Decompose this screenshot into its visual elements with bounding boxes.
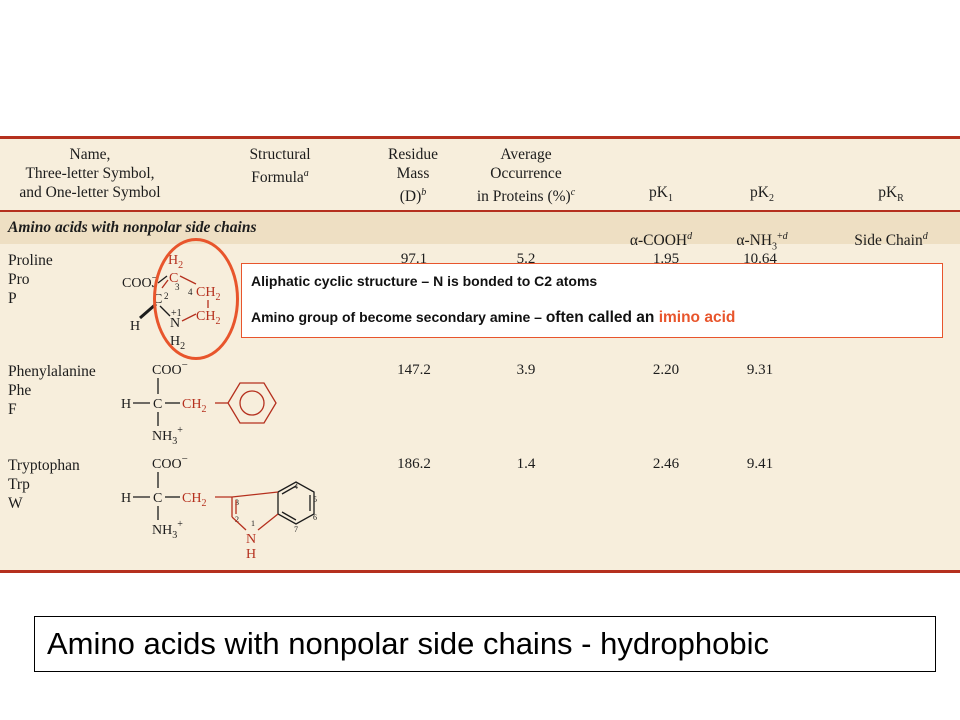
svg-text:3: 3 [235,498,239,507]
svg-text:N: N [246,532,256,547]
header-mass: Residue Mass (D)b [388,146,438,206]
header-pk2: pK2 α-NH3+d [736,184,788,253]
pk2-phenylalanine: 9.31 [746,362,774,378]
mass-phenylalanine: 147.2 [397,362,431,378]
occurrence-phenylalanine: 3.9 [516,362,536,378]
svg-text:C: C [153,397,162,412]
svg-text:C: C [153,491,162,506]
row-name-proline: Proline Pro P [8,252,53,307]
svg-text:1: 1 [251,519,255,528]
row-name-phenylalanine: Phenylalanine Phe F [8,363,96,418]
svg-text:COO−: COO− [122,272,158,291]
slide-caption: Amino acids with nonpolar side chains - … [34,616,936,672]
header-name: Name, Three-letter Symbol, and One-lette… [19,146,161,201]
svg-text:NH3+: NH3+ [152,425,183,447]
proline-highlight-oval [153,238,239,360]
header-pk1: pK1 α-COOHd [629,184,693,250]
table-top-rule [0,136,960,139]
svg-text:CH2: CH2 [182,491,206,509]
svg-text:H: H [121,397,131,412]
header-pkr: pKR Side Chaind [854,184,928,250]
svg-text:H: H [130,319,140,334]
occurrence-tryptophan: 1.4 [516,456,536,472]
header-formula: Structural Formulaa [249,146,311,187]
section-band [0,212,960,244]
svg-text:NH3+: NH3+ [152,519,183,541]
callout-line-2: Amino group of become secondary amine – … [251,309,736,326]
pk1-phenylalanine: 2.20 [652,362,680,378]
svg-text:6: 6 [313,513,317,522]
svg-text:CH2: CH2 [182,397,206,415]
callout-line-1: Aliphatic cyclic structure – N is bonded… [251,273,598,289]
table-bottom-rule [0,570,960,573]
header-rule [0,210,960,212]
svg-text:7: 7 [294,525,298,534]
svg-text:COO−: COO− [152,453,188,472]
section-title: Amino acids with nonpolar side chains [8,219,257,236]
table-panel [0,136,960,573]
svg-text:2: 2 [235,515,239,524]
imino-acid-highlight: imino acid [658,309,736,326]
tryptophan-structure: COO− H C NH3+ CH2 N H 1 2 3 4 5 6 7 [121,453,317,562]
svg-text:H: H [121,491,131,506]
svg-text:H: H [246,547,256,562]
header-occurrence: Average Occurrence in Proteins (%)c [476,146,576,206]
pk1-tryptophan: 2.46 [652,456,680,472]
mass-tryptophan: 186.2 [397,456,431,472]
imino-acid-callout: Aliphatic cyclic structure – N is bonded… [241,263,943,338]
pk2-tryptophan: 9.41 [746,456,774,472]
svg-text:5: 5 [313,495,317,504]
row-name-tryptophan: Tryptophan Trp W [8,457,80,512]
phenylalanine-structure: COO− H C NH3+ CH2 [121,359,277,447]
svg-text:COO−: COO− [152,359,188,378]
